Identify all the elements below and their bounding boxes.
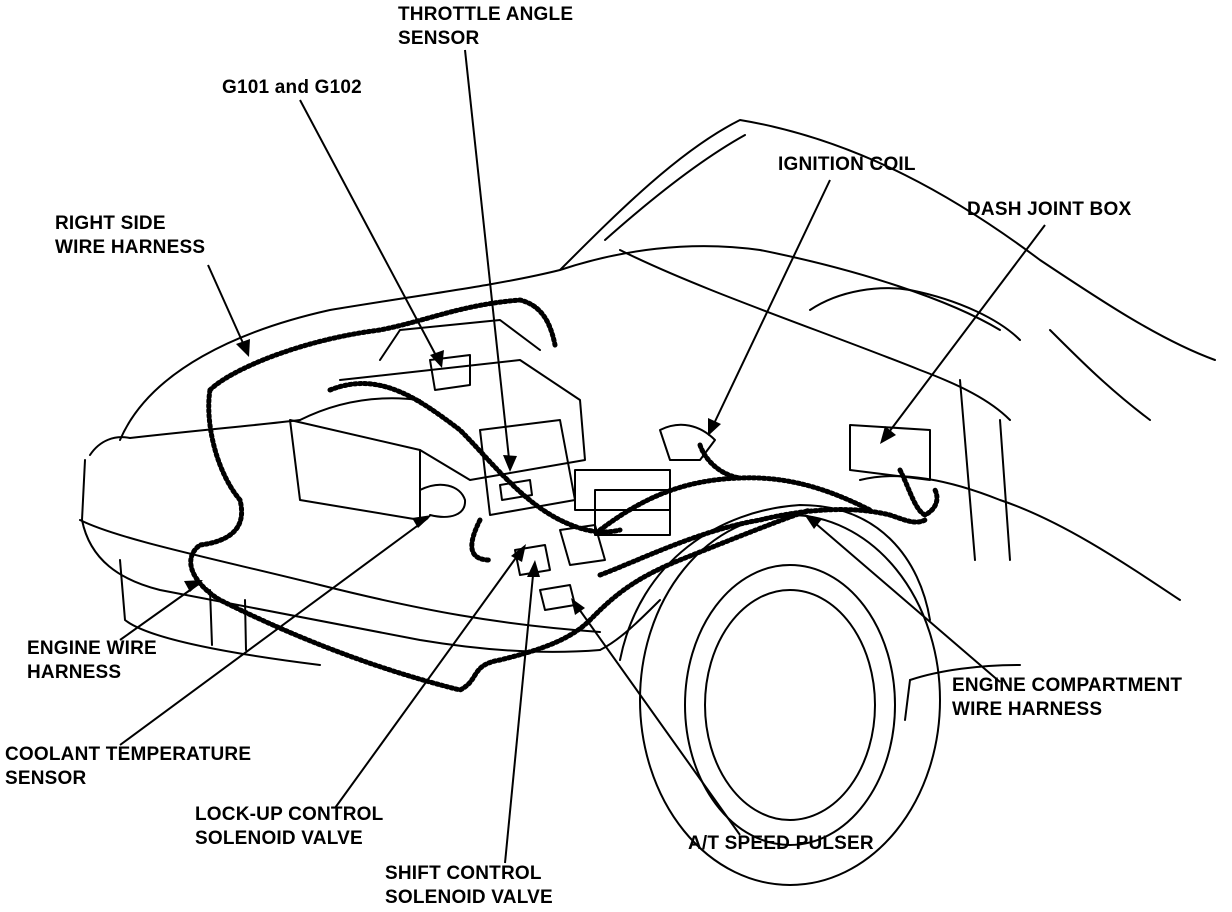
label-line: SOLENOID VALVE — [385, 887, 553, 908]
label-throttle-angle-sensor: THROTTLE ANGLE SENSOR — [398, 3, 573, 51]
label-line: A/T SPEED PULSER — [688, 833, 874, 854]
wire-harnesses — [188, 297, 940, 693]
label-ignition-coil: IGNITION COIL — [778, 153, 916, 177]
label-right-side-wire-harness: RIGHT SIDE WIRE HARNESS — [55, 212, 205, 260]
label-dash-joint-box: DASH JOINT BOX — [967, 198, 1131, 222]
ignition-leader — [709, 179, 831, 433]
label-at-speed-pulser: A/T SPEED PULSER — [688, 832, 874, 856]
label-line: ENGINE WIRE — [27, 638, 157, 659]
label-line: DASH JOINT BOX — [967, 199, 1132, 220]
label-line: SHIFT CONTROL — [385, 863, 542, 884]
throttle-leader — [464, 49, 511, 469]
label-line: THROTTLE ANGLE — [398, 4, 574, 25]
dash-leader — [882, 224, 1046, 441]
label-line: IGNITION COIL — [778, 154, 916, 175]
pulser-leader — [573, 601, 741, 836]
label-line: COOLANT TEMPERATURE — [5, 744, 252, 765]
g101-leader — [299, 99, 441, 364]
engine-harness-leader — [119, 582, 201, 641]
front-wheel — [619, 504, 941, 886]
label-line: ENGINE COMPARTMENT — [952, 675, 1183, 696]
label-line: LOCK-UP CONTROL — [195, 804, 384, 825]
label-coolant-temperature-sensor: COOLANT TEMPERATURE SENSOR — [5, 743, 251, 791]
label-lockup-control-solenoid-valve: LOCK-UP CONTROL SOLENOID VALVE — [195, 803, 383, 851]
label-engine-wire-harness: ENGINE WIRE HARNESS — [27, 637, 157, 685]
label-line: G101 and G102 — [222, 77, 362, 98]
lockup-leader — [334, 547, 524, 809]
label-line: WIRE HARNESS — [952, 699, 1103, 720]
coolant-leader — [119, 517, 429, 746]
compartment-leader — [807, 516, 1001, 683]
right-harness-leader — [207, 264, 248, 353]
label-line: SENSOR — [5, 768, 87, 789]
label-line: HARNESS — [27, 662, 122, 683]
arrowheads — [184, 339, 896, 615]
label-line: WIRE HARNESS — [55, 237, 206, 258]
label-shift-control-solenoid-valve: SHIFT CONTROL SOLENOID VALVE — [385, 862, 553, 910]
label-line: RIGHT SIDE — [55, 213, 166, 234]
label-line: SENSOR — [398, 28, 480, 49]
shift-leader — [504, 564, 535, 864]
leader-lines — [119, 49, 1046, 864]
label-g101-g102: G101 and G102 — [222, 76, 362, 100]
label-line: SOLENOID VALVE — [195, 828, 363, 849]
engine-block — [289, 319, 931, 611]
label-engine-compartment-wire-harness: ENGINE COMPARTMENT WIRE HARNESS — [952, 674, 1182, 722]
